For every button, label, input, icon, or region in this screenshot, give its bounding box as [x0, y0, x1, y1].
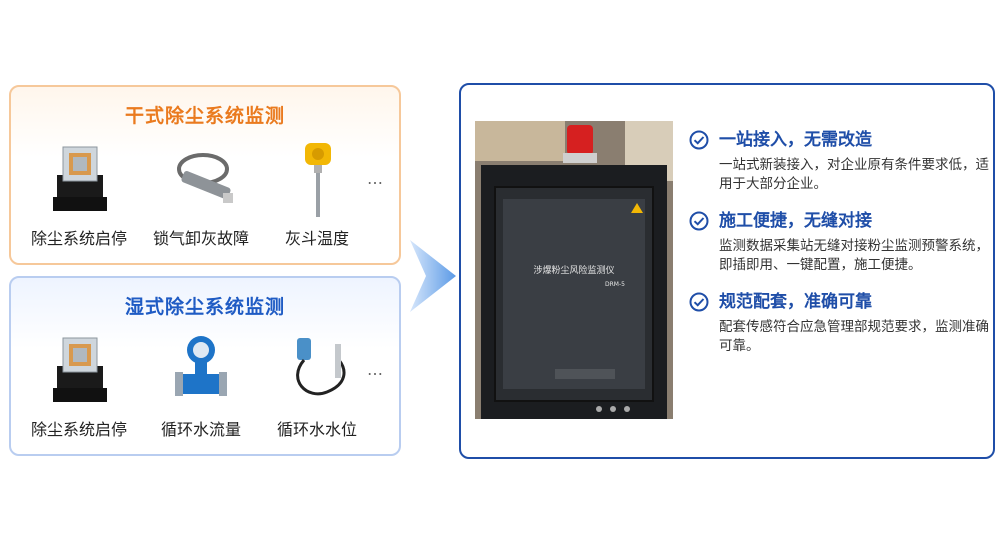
device-panel: 涉爆粉尘风险监测仪 DRM-5 一站接入，无需改造 一站式新装接入，对企业原有条… — [459, 83, 995, 459]
feature-item: 施工便捷，无缝对接 监测数据采集站无缝对接粉尘监测预警系统，即插即用、一键配置，… — [689, 210, 989, 275]
feature-desc: 配套传感符合应急管理部规范要求，监测准确可靠。 — [719, 319, 989, 354]
dry-item-proximity-label: 锁气卸灰故障 — [152, 229, 249, 248]
dry-item-temperature-label: 灰斗温度 — [284, 229, 349, 248]
device-photo: 涉爆粉尘风险监测仪 DRM-5 — [475, 121, 673, 419]
feature-title: 施工便捷，无缝对接 — [719, 211, 872, 231]
wet-system-panel: 湿式除尘系统监测 除尘系统启停 循环水流量 — [9, 276, 401, 456]
dry-system-panel: 干式除尘系统监测 除尘系统启停 锁气卸灰故障 — [9, 85, 401, 265]
wet-item-flowmeter-label: 循环水流量 — [160, 420, 241, 439]
dry-item-relay: 除尘系统启停 — [19, 139, 139, 249]
wet-panel-title: 湿式除尘系统监测 — [124, 296, 285, 318]
check-circle-icon — [689, 130, 709, 154]
proximity-sensor-icon — [141, 139, 261, 219]
device-name-text: 涉爆粉尘风险监测仪 — [533, 264, 614, 276]
dry-item-relay-label: 除尘系统启停 — [30, 229, 127, 248]
dry-item-temperature: 灰斗温度 — [257, 139, 377, 249]
feature-desc: 一站式新装接入，对企业原有条件要求低，适用于大部分企业。 — [719, 157, 989, 192]
wet-item-level-label: 循环水水位 — [276, 420, 357, 439]
temperature-sensor-icon — [257, 139, 377, 219]
relay-icon — [19, 330, 139, 410]
feature-item: 规范配套，准确可靠 配套传感符合应急管理部规范要求，监测准确可靠。 — [689, 291, 989, 356]
wet-item-relay-label: 除尘系统启停 — [30, 420, 127, 439]
flowmeter-icon — [141, 330, 261, 410]
wet-item-level: 循环水水位 — [257, 330, 377, 440]
wet-more-indicator: … — [367, 360, 384, 379]
dry-panel-title: 干式除尘系统监测 — [124, 105, 285, 127]
feature-list: 一站接入，无需改造 一站式新装接入，对企业原有条件要求低，适用于大部分企业。 施… — [689, 129, 989, 372]
check-circle-icon — [689, 292, 709, 316]
level-sensor-icon — [257, 330, 377, 410]
feature-desc: 监测数据采集站无缝对接粉尘监测预警系统，即插即用、一键配置，施工便捷。 — [719, 238, 989, 273]
check-circle-icon — [689, 211, 709, 235]
wet-item-flowmeter: 循环水流量 — [141, 330, 261, 440]
dry-item-proximity: 锁气卸灰故障 — [141, 139, 261, 249]
feature-title: 一站接入，无需改造 — [719, 130, 872, 150]
flow-arrow-icon — [408, 236, 460, 320]
device-model-text: DRM-5 — [605, 281, 625, 288]
feature-item: 一站接入，无需改造 一站式新装接入，对企业原有条件要求低，适用于大部分企业。 — [689, 129, 989, 194]
relay-icon — [19, 139, 139, 219]
feature-title: 规范配套，准确可靠 — [719, 292, 872, 312]
dry-more-indicator: … — [367, 169, 384, 188]
wet-item-relay: 除尘系统启停 — [19, 330, 139, 440]
